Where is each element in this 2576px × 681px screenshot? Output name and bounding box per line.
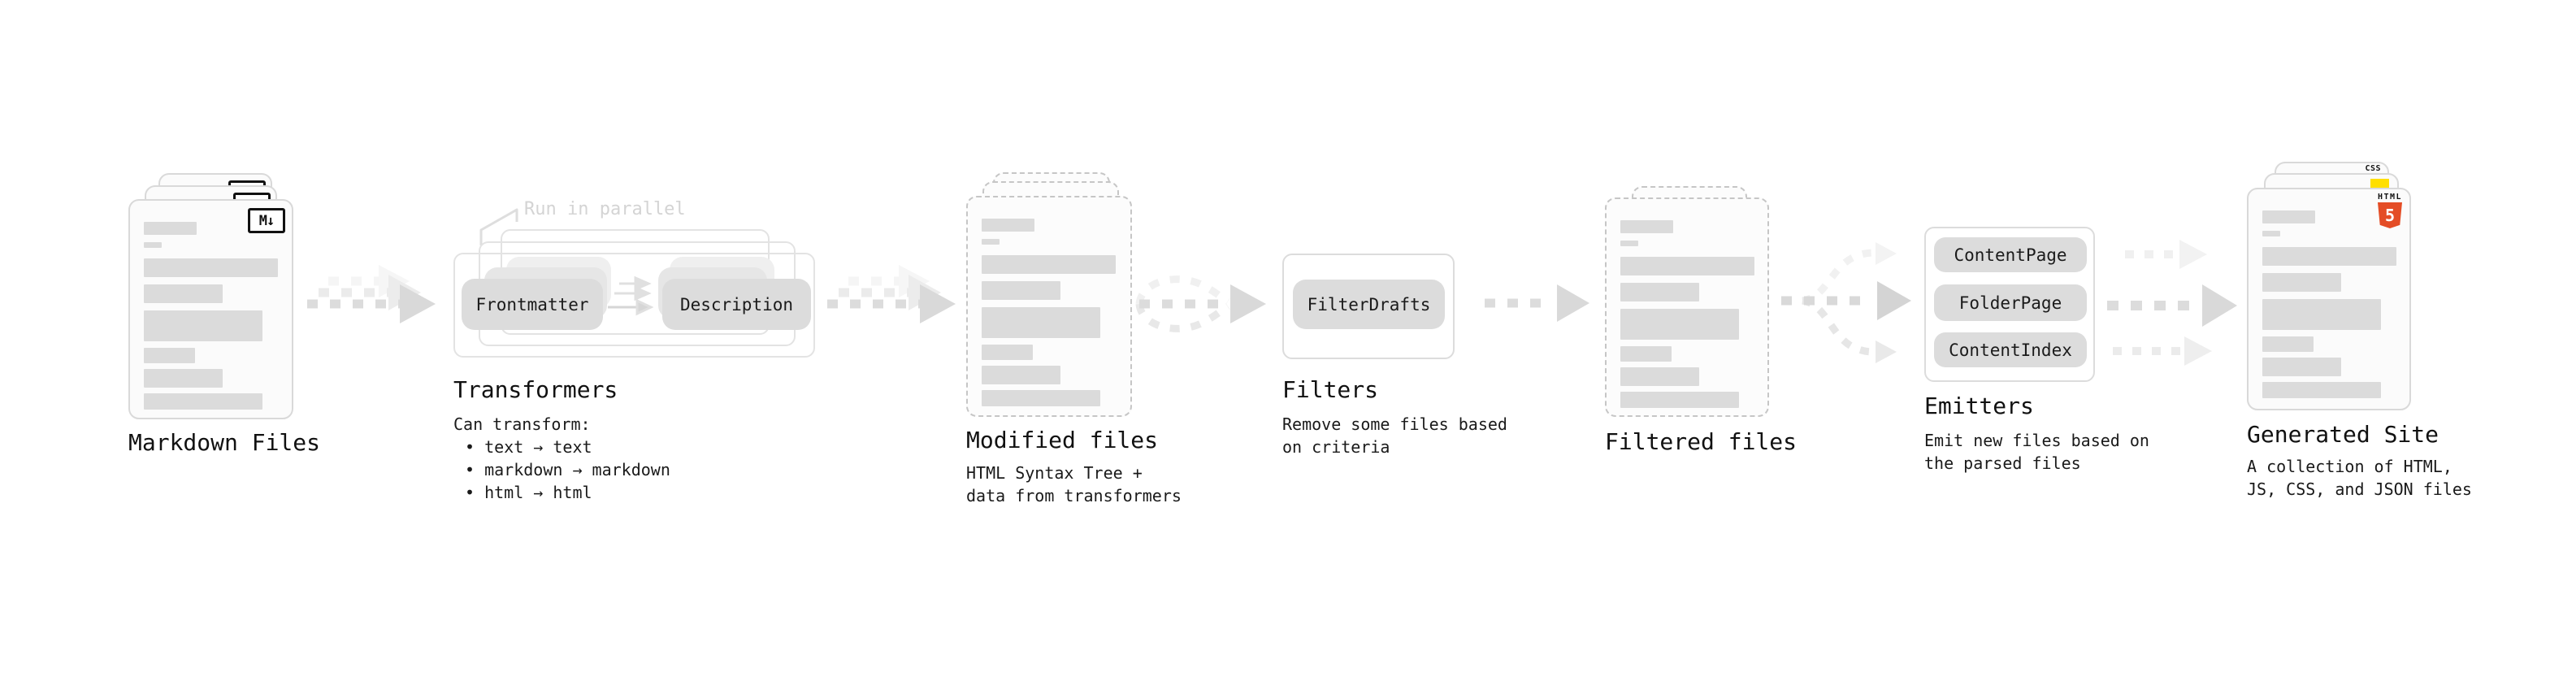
doc-content-bar (982, 255, 1116, 274)
caption-line: Can transform: (453, 414, 591, 434)
arrow-markdown-to-transformers (307, 265, 436, 323)
transformers-caption: Can transform: • text → text • markdown … (453, 413, 670, 504)
frontmatter-pill: Frontmatter (462, 279, 603, 330)
arrow-filtered-to-emitters (1781, 242, 1911, 363)
contentpage-pill: ContentPage (1934, 237, 2087, 272)
html5-icon: HTML 5 (2375, 193, 2405, 228)
doc-content-bar (982, 307, 1100, 338)
markdown-icon: M↓ (248, 208, 285, 233)
run-in-parallel-annotation: Run in parallel (524, 199, 686, 219)
doc-content-bar (982, 390, 1100, 406)
doc-content-bar (2262, 382, 2381, 398)
filtered-file-card-front (1605, 197, 1769, 417)
doc-content-bar (2262, 231, 2280, 236)
contentindex-pill: ContentIndex (1934, 332, 2087, 367)
site-file-card-html: HTML 5 (2247, 188, 2411, 410)
caption-line: Emit new files based on (1924, 431, 2149, 450)
caption-line: data from transformers (966, 486, 1182, 505)
caption-line: Remove some files based (1282, 414, 1507, 434)
caption-line: on criteria (1282, 437, 1390, 457)
emitters-label: Emitters (1924, 393, 2034, 419)
caption-line: • html → html (465, 483, 592, 502)
doc-content-bar (1620, 257, 1754, 275)
filterdrafts-pill: FilterDrafts (1293, 280, 1445, 329)
caption-line: • text → text (465, 437, 592, 457)
filtered-files-label: Filtered files (1605, 428, 1798, 455)
doc-content-bar (982, 366, 1060, 384)
modified-file-card-front (966, 196, 1132, 417)
doc-content-bar (982, 281, 1060, 300)
markdown-file-card-front: M↓ (128, 199, 293, 419)
doc-content-bar (1620, 283, 1699, 301)
doc-content-placeholder (1607, 199, 1767, 408)
folderpage-pill: FolderPage (1934, 284, 2087, 321)
doc-content-bar (2262, 358, 2341, 376)
doc-content-bar (982, 219, 1034, 232)
arrow-filters-to-filtered (1485, 284, 1589, 322)
modified-files-caption: HTML Syntax Tree + data from transformer… (966, 462, 1182, 507)
caption-line: A collection of HTML, (2247, 457, 2452, 476)
doc-content-bar (982, 239, 1000, 245)
doc-content-placeholder (2249, 189, 2409, 398)
caption-line: • markdown → markdown (465, 460, 670, 479)
doc-content-bar (144, 369, 223, 388)
doc-content-bar (1620, 392, 1739, 408)
transformer-container-front (453, 253, 815, 358)
arrow-modified-to-filters (1135, 275, 1266, 332)
doc-content-placeholder (130, 201, 292, 410)
doc-content-placeholder (968, 197, 1130, 406)
doc-content-bar (2262, 247, 2396, 266)
doc-content-bar (144, 242, 162, 248)
doc-content-bar (144, 393, 262, 410)
doc-content-bar (1620, 346, 1672, 362)
doc-content-bar (2262, 299, 2381, 330)
arrow-transformers-to-modified (827, 265, 956, 323)
doc-content-bar (144, 348, 195, 363)
caption-line: the parsed files (1924, 453, 2081, 473)
generated-site-label: Generated Site (2247, 421, 2439, 448)
doc-content-bar (144, 258, 278, 277)
caption-line: HTML Syntax Tree + (966, 463, 1143, 483)
filters-label: Filters (1282, 376, 1379, 403)
transformers-label: Transformers (453, 376, 618, 403)
doc-content-bar (144, 284, 223, 303)
doc-content-bar (144, 310, 262, 341)
doc-content-bar (1620, 367, 1699, 386)
js-icon (2370, 179, 2389, 189)
doc-content-bar (2262, 336, 2314, 352)
doc-content-bar (144, 222, 197, 235)
doc-content-bar (1620, 241, 1638, 246)
doc-content-bar (1620, 220, 1673, 233)
doc-content-bar (2262, 273, 2341, 292)
description-pill: Description (662, 279, 811, 330)
arrow-emitters-to-site (2107, 240, 2237, 366)
modified-files-label: Modified files (966, 427, 1159, 453)
caption-line: JS, CSS, and JSON files (2247, 479, 2472, 499)
doc-content-bar (2262, 210, 2315, 223)
emitters-caption: Emit new files based on the parsed files (1924, 429, 2149, 475)
markdown-files-label: Markdown Files (128, 429, 321, 456)
doc-content-bar (1620, 309, 1739, 340)
generated-site-caption: A collection of HTML, JS, CSS, and JSON … (2247, 455, 2472, 501)
doc-content-bar (982, 345, 1033, 360)
filters-caption: Remove some files based on criteria (1282, 413, 1507, 458)
